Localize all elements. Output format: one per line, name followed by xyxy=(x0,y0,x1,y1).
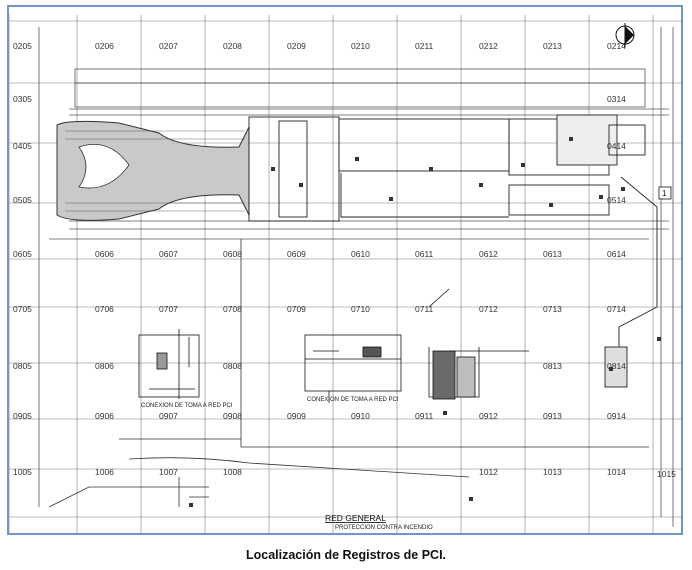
registro-node xyxy=(657,337,661,341)
grid-cell-label: 0208 xyxy=(223,41,242,51)
grid-cell-label: 0713 xyxy=(543,304,562,314)
pci-network xyxy=(48,239,649,508)
registro-node xyxy=(621,187,625,191)
registro-node xyxy=(521,163,525,167)
grid-cell-label: 0211 xyxy=(415,41,434,51)
grid-cell-label: 0212 xyxy=(479,41,498,51)
grid-cell-label: 0905 xyxy=(13,411,32,421)
grid-cell-label: 0213 xyxy=(543,41,562,51)
grid-cell-label: 1005 xyxy=(13,467,32,477)
grid-cell-label: 0814 xyxy=(607,361,626,371)
registro-node xyxy=(429,167,433,171)
grid-cell-label: 0907 xyxy=(159,411,178,421)
grid-cell-label: 0909 xyxy=(287,411,306,421)
grid-cell-label: 0712 xyxy=(479,304,498,314)
grid-cell-label: 0209 xyxy=(287,41,306,51)
grid-cell-label: 1013 xyxy=(543,467,562,477)
grid-cell-label: 0913 xyxy=(543,411,562,421)
grid-cell-label: 0908 xyxy=(223,411,242,421)
grid-cell-label: 0608 xyxy=(223,249,242,259)
grid-cell-label: 0709 xyxy=(287,304,306,314)
grid-cell-label: 0707 xyxy=(159,304,178,314)
grid-cell-label: 0711 xyxy=(415,304,434,314)
grid-cell-label: 1012 xyxy=(479,467,498,477)
grid-cell-label: 0906 xyxy=(95,411,114,421)
grid-cell-label: 0912 xyxy=(479,411,498,421)
grid-cell-label: 0207 xyxy=(159,41,178,51)
grid-cell-label: 0606 xyxy=(95,249,114,259)
detail-center xyxy=(304,334,402,403)
grid-cell-label: 0414 xyxy=(607,141,626,151)
terminal-outline xyxy=(38,27,674,527)
registro-node xyxy=(479,183,483,187)
grid-cell-label: 0514 xyxy=(607,195,626,205)
grid-lines xyxy=(9,15,681,533)
grid-cell-label: 0914 xyxy=(607,411,626,421)
detail-right xyxy=(428,288,529,400)
registro-nodes xyxy=(189,137,661,507)
reference-marker: 1 xyxy=(658,186,672,200)
grid-cell-label: 0607 xyxy=(159,249,178,259)
registro-node xyxy=(189,503,193,507)
grid-cell-label: 0305 xyxy=(13,94,32,104)
grid-cell-label: 0710 xyxy=(351,304,370,314)
fire-protection-plan: 0205 0206 0207 0208 0209 0210 0211 0212 0213 0214… xyxy=(9,15,681,533)
grid-cell-label: 0805 xyxy=(13,361,32,371)
grid-cell-label: 1008 xyxy=(223,467,242,477)
grid-cell-label: 0613 xyxy=(543,249,562,259)
plan-title: RED GENERAL xyxy=(325,513,386,523)
grid-cell-label: 0206 xyxy=(95,41,114,51)
registro-node xyxy=(599,195,603,199)
grid-cell-label: 0612 xyxy=(479,249,498,259)
registro-node xyxy=(299,183,303,187)
grid-cell-label: 0813 xyxy=(543,361,562,371)
grid-cell-label: 1014 xyxy=(607,467,626,477)
grid-cell-label: 0210 xyxy=(351,41,370,51)
grid-cell-label: 0705 xyxy=(13,304,32,314)
grid-cell-label: 0214 xyxy=(607,41,626,51)
registro-node xyxy=(569,137,573,141)
grid-cell-label: 0806 xyxy=(95,361,114,371)
grid-cell-label: 1007 xyxy=(159,467,178,477)
grid-cell-label: 0708 xyxy=(223,304,242,314)
detail-caption-center: CONEXION DE TOMA A RED PCI xyxy=(307,397,399,403)
grid-cell-label: 0205 xyxy=(13,41,32,51)
registro-node xyxy=(609,367,613,371)
grid-cell-label: 0610 xyxy=(351,249,370,259)
registro-node xyxy=(469,497,473,501)
grid-labels: 0205 0206 0207 0208 0209 0210 0211 0212 0213 0214… xyxy=(13,41,626,477)
grid-cell-label: 0505 xyxy=(13,195,32,205)
grid-cell-label: 0910 xyxy=(351,411,370,421)
grid-cell-label: 1006 xyxy=(95,467,114,477)
plan-frame: 0205 0206 0207 0208 0209 0210 0211 0212 0213 0214… xyxy=(7,5,683,535)
grid-cell-label: 0808 xyxy=(223,361,242,371)
registro-node xyxy=(389,197,393,201)
grid-cell-label: 0609 xyxy=(287,249,306,259)
grid-cell-label: 0706 xyxy=(95,304,114,314)
grid-cell-label: 0611 xyxy=(415,249,434,259)
satellite-pier xyxy=(56,120,250,221)
grid-cell-label: 0614 xyxy=(607,249,626,259)
registro-node xyxy=(271,167,275,171)
detail-caption-left: CONEXION DE TOMA A RED PCI xyxy=(141,403,233,409)
north-arrow-icon xyxy=(615,23,635,47)
grid-cell-label: 0405 xyxy=(13,141,32,151)
plan-subtitle: PROTECCION CONTRA INCENDIO xyxy=(335,525,433,531)
grid-cell-label: 0714 xyxy=(607,304,626,314)
registro-node xyxy=(549,203,553,207)
grid-cell-label: 0314 xyxy=(607,94,626,104)
detail-left xyxy=(138,329,200,399)
terminal-building xyxy=(248,114,658,388)
grid-cell-label: 0911 xyxy=(415,411,434,421)
grid-cell-label: 0605 xyxy=(13,249,32,259)
registro-node xyxy=(355,157,359,161)
svg-text:1: 1 xyxy=(662,189,667,198)
grid-label-edge: 1015 xyxy=(657,469,676,479)
registro-node xyxy=(443,411,447,415)
figure-caption: Localización de Registros de PCI. xyxy=(245,548,447,562)
